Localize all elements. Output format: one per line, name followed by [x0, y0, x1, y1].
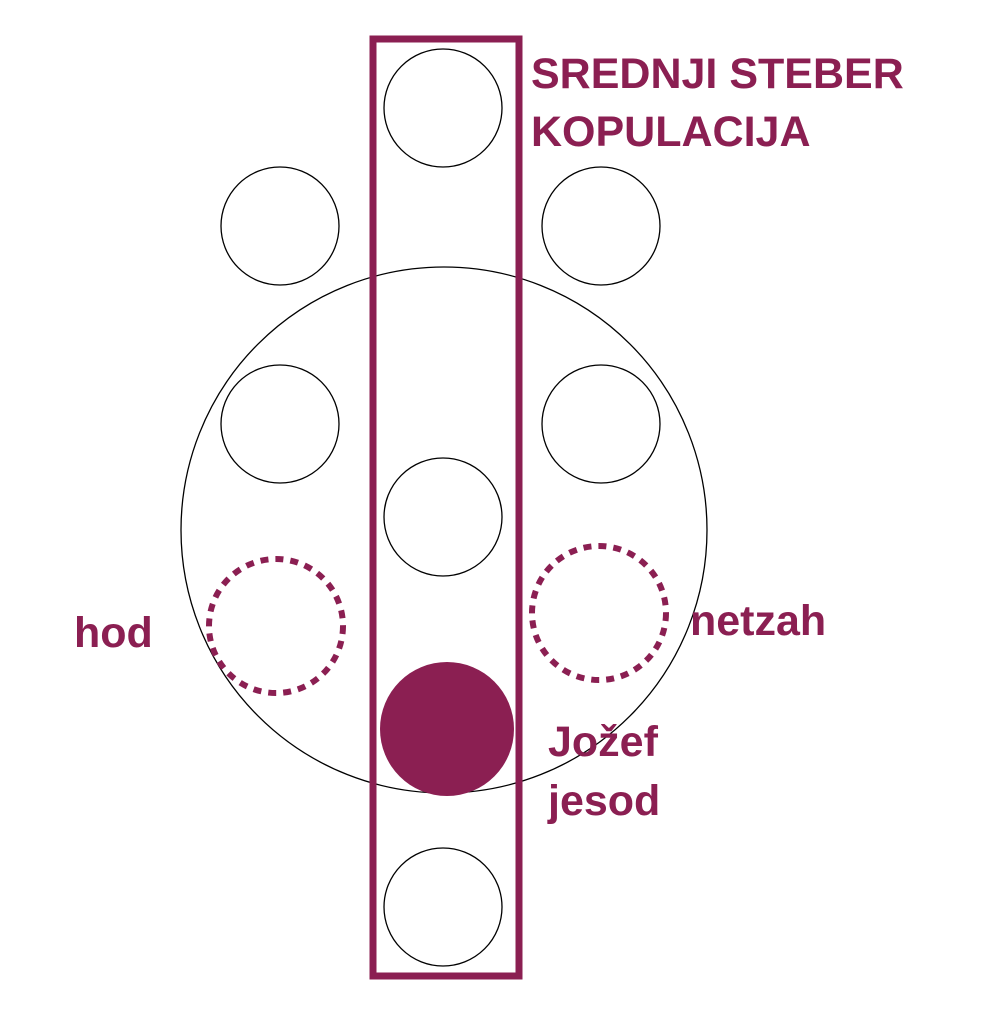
upper-right-sefira-circle	[541, 166, 661, 286]
netzah-label: netzah	[690, 597, 826, 645]
netzah-dotted-circle	[529, 543, 669, 683]
hod-label: hod	[74, 609, 153, 657]
jesod-label: jesod	[547, 777, 660, 825]
upper-left-sefira-circle	[220, 166, 340, 286]
title-line-2: KOPULACIJA	[531, 108, 811, 156]
bottom-sefira-circle	[383, 847, 503, 967]
title-line-1: SREDNJI STEBER	[531, 50, 904, 98]
top-sefira-circle	[383, 48, 503, 168]
middle-right-sefira-circle	[541, 364, 661, 484]
center-sefira-circle	[383, 457, 503, 577]
jozef-label: Jožef	[548, 718, 659, 766]
jesod-filled-circle	[380, 662, 514, 796]
middle-pillar-frame	[369, 35, 523, 980]
hod-dotted-circle	[206, 556, 346, 696]
middle-left-sefira-circle	[220, 364, 340, 484]
